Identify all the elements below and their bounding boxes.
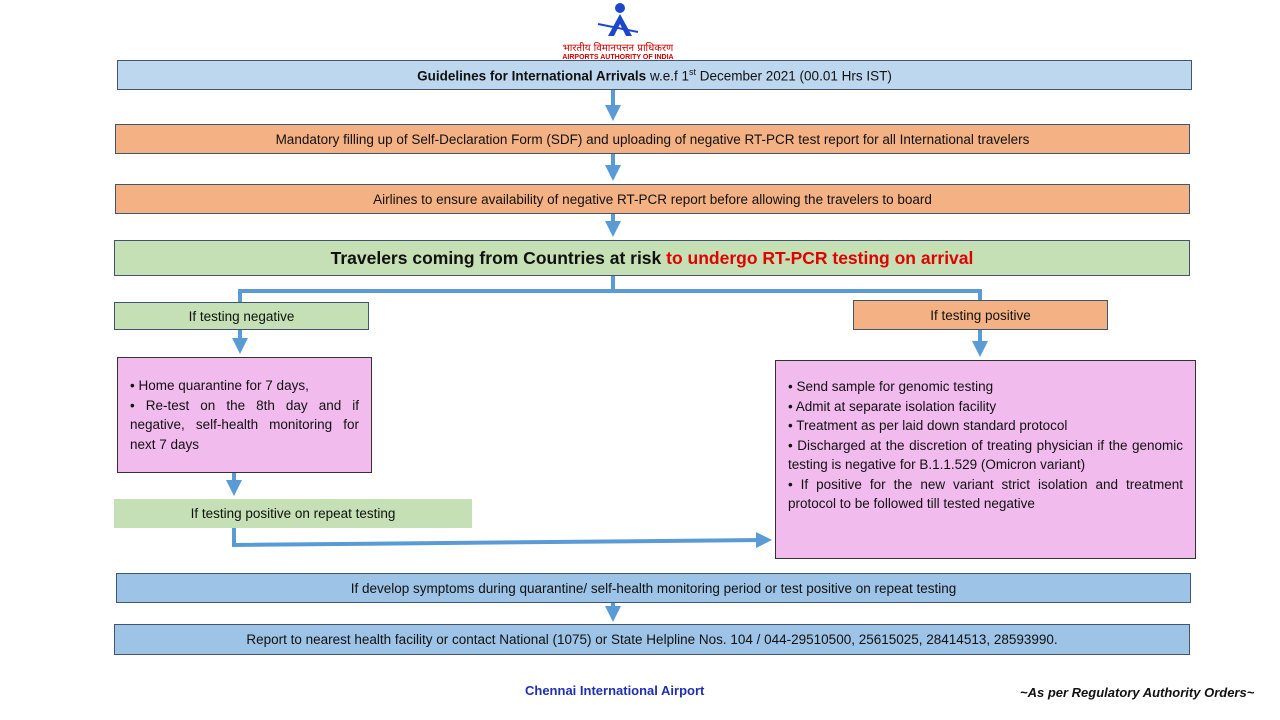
positive-item: • If positive for the new variant strict… [788,476,1183,512]
aai-emblem-icon [597,3,639,36]
negative-actions: • Home quarantine for 7 days, • Re-test … [117,357,372,473]
aai-logo: भारतीय विमानपत्तन प्राधिकरण AIRPORTS AUT… [548,2,688,61]
arrow-repeat-to-positive [232,527,772,549]
at-risk-black: Travelers coming from Countries at risk [330,247,667,268]
symptoms-step: If develop symptoms during quarantine/ s… [116,573,1191,603]
logo-hindi: भारतीय विमानपत्तन प्राधिकरण [562,43,674,54]
at-risk-step: Travelers coming from Countries at risk … [114,240,1190,276]
positive-item: • Discharged at the discretion of treati… [788,437,1183,473]
title-text: Guidelines for International Arrivals w.… [417,67,892,84]
negative-item: • Home quarantine for 7 days, [130,378,309,393]
footer-airport: Chennai International Airport [525,683,705,698]
airlines-step: Airlines to ensure availability of negat… [115,184,1190,214]
positive-label: If testing positive [853,300,1108,330]
logo-english: AIRPORTS AUTHORITY OF INDIA [562,54,674,61]
repeat-positive-label: If testing positive on repeat testing [114,499,472,528]
at-risk-text: Travelers coming from Countries at risk … [331,248,974,269]
negative-item: • Re-test on the 8th day and if negative… [130,397,359,452]
at-risk-red: to undergo RT-PCR testing on arrival [666,247,974,268]
title-box: Guidelines for International Arrivals w.… [117,60,1192,90]
title-bold: Guidelines for International Arrivals [417,68,647,84]
positive-item: • Send sample for genomic testing [788,379,994,394]
title-date: December 2021 (00.01 Hrs IST) [696,68,892,84]
footer-note: ~As per Regulatory Authority Orders~ [1020,685,1255,700]
report-step: Report to nearest health facility or con… [114,624,1190,655]
positive-item: • Admit at separate isolation facility [788,398,997,414]
title-sup: st [688,66,696,77]
sdf-step: Mandatory filling up of Self-Declaration… [115,124,1190,154]
branch-right [613,289,982,300]
positive-item: • Treatment as per laid down standard pr… [788,418,1068,433]
positive-actions: • Send sample for genomic testing • Admi… [775,360,1196,559]
branch-left [238,275,615,302]
title-wef: w.e.f 1 [646,68,689,84]
negative-label: If testing negative [114,302,369,330]
